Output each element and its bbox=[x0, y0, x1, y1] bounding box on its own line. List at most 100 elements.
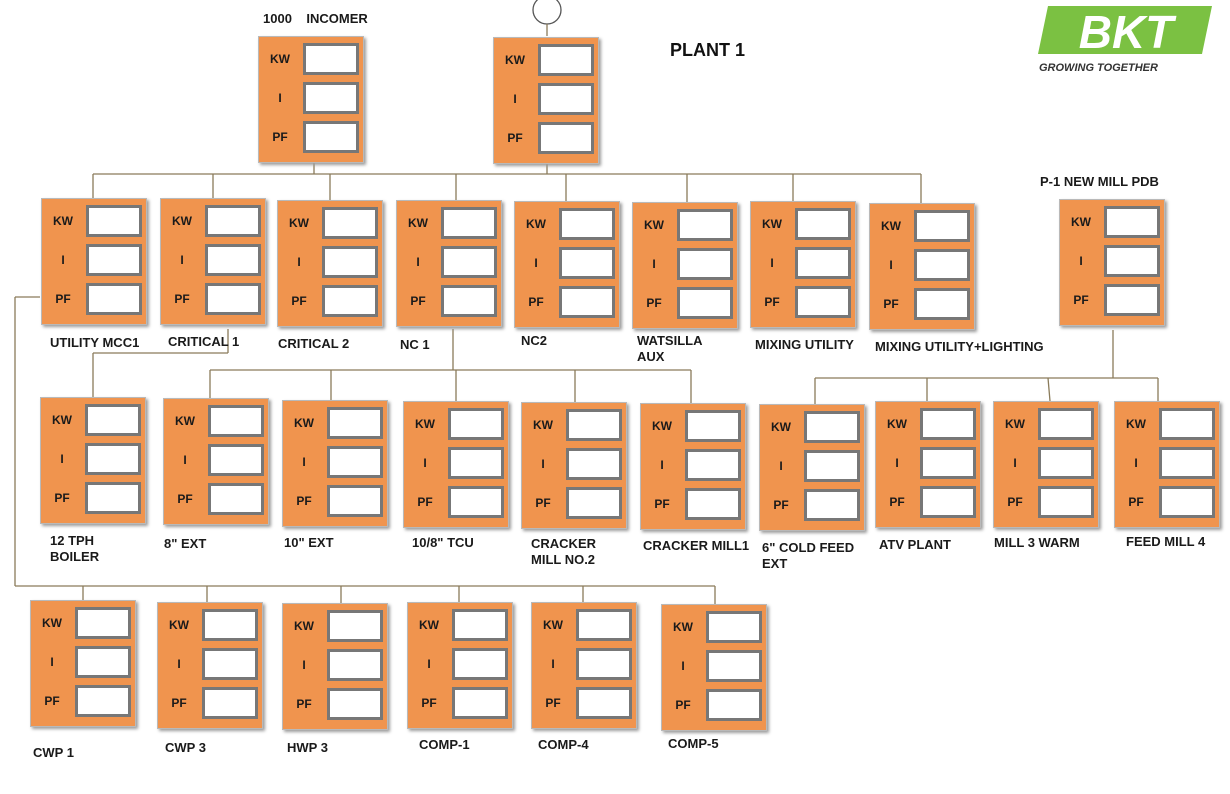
meter-value-field-pf[interactable] bbox=[804, 489, 860, 521]
meter-value-field-pf[interactable] bbox=[303, 121, 359, 153]
meter-value-field-kw[interactable] bbox=[1038, 408, 1094, 440]
meter-value-field-kw[interactable] bbox=[677, 209, 733, 241]
caption-comp-1: COMP-1 bbox=[419, 737, 470, 752]
meter-value-field-kw[interactable] bbox=[75, 607, 131, 639]
meter-value-field-pf[interactable] bbox=[202, 687, 258, 719]
meter-value-field-i[interactable] bbox=[448, 447, 504, 479]
meter-value-field-i[interactable] bbox=[322, 246, 378, 278]
meter-value-field-kw[interactable] bbox=[322, 207, 378, 239]
meter-value-field-kw[interactable] bbox=[706, 611, 762, 643]
caption-12-tph-boiler: 12 TPH BOILER bbox=[50, 533, 100, 564]
meter-value-field-i[interactable] bbox=[559, 247, 615, 279]
meter-value-field-pf[interactable] bbox=[566, 487, 622, 519]
meter-value-field-kw[interactable] bbox=[205, 205, 261, 237]
meter-value-field-kw[interactable] bbox=[452, 609, 508, 641]
meter-value-field-kw[interactable] bbox=[914, 210, 970, 242]
meter-label-i: I bbox=[423, 456, 427, 470]
meter-label-kw: KW bbox=[533, 418, 553, 432]
meter-value-field-kw[interactable] bbox=[85, 404, 141, 436]
meter-value-field-pf[interactable] bbox=[576, 687, 632, 719]
meter-value-field-pf[interactable] bbox=[1104, 284, 1160, 316]
meter-value-field-pf[interactable] bbox=[920, 486, 976, 518]
meter-value-field-pf[interactable] bbox=[795, 286, 851, 318]
meter-value-field-i[interactable] bbox=[677, 248, 733, 280]
meter-value-field-pf[interactable] bbox=[327, 485, 383, 517]
meter-row-i: I bbox=[408, 646, 512, 684]
meter-value-field-i[interactable] bbox=[441, 246, 497, 278]
meter-value-field-i[interactable] bbox=[303, 82, 359, 114]
meter-value-field-kw[interactable] bbox=[327, 407, 383, 439]
meter-value-field-i[interactable] bbox=[685, 449, 741, 481]
meter-row-i: I bbox=[522, 446, 626, 484]
meter-value-field-kw[interactable] bbox=[327, 610, 383, 642]
meter-row-pf: PF bbox=[259, 119, 363, 157]
meter-value-field-kw[interactable] bbox=[795, 208, 851, 240]
meter-value-field-i[interactable] bbox=[205, 244, 261, 276]
meter-label-pf: PF bbox=[545, 696, 561, 710]
meter-row-i: I bbox=[870, 247, 974, 285]
meter-value-field-kw[interactable] bbox=[576, 609, 632, 641]
meter-value-field-i[interactable] bbox=[85, 443, 141, 475]
meter-value-field-i[interactable] bbox=[795, 247, 851, 279]
meter-value-field-kw[interactable] bbox=[202, 609, 258, 641]
meter-value-field-i[interactable] bbox=[75, 646, 131, 678]
meter-value-field-kw[interactable] bbox=[441, 207, 497, 239]
meter-value-field-i[interactable] bbox=[86, 244, 142, 276]
meter-value-field-pf[interactable] bbox=[441, 285, 497, 317]
meter-value-field-i[interactable] bbox=[208, 444, 264, 476]
meter-value-field-pf[interactable] bbox=[208, 483, 264, 515]
meter-value-field-i[interactable] bbox=[706, 650, 762, 682]
meter-value-field-pf[interactable] bbox=[322, 285, 378, 317]
meter-value-field-kw[interactable] bbox=[448, 408, 504, 440]
meter-value-field-i[interactable] bbox=[1038, 447, 1094, 479]
meter-value-field-i[interactable] bbox=[327, 649, 383, 681]
meter-row-kw: KW bbox=[397, 205, 501, 243]
meter-value-field-pf[interactable] bbox=[677, 287, 733, 319]
meter-row-i: I bbox=[994, 445, 1098, 483]
meter-value-field-pf[interactable] bbox=[538, 122, 594, 154]
meter-value-field-pf[interactable] bbox=[75, 685, 131, 717]
meter-value-field-kw[interactable] bbox=[804, 411, 860, 443]
meter-value-field-kw[interactable] bbox=[208, 405, 264, 437]
meter-value-field-pf[interactable] bbox=[1159, 486, 1215, 518]
meter-row-i: I bbox=[760, 448, 864, 486]
meter-label-i: I bbox=[534, 256, 538, 270]
meter-value-field-kw[interactable] bbox=[303, 43, 359, 75]
meter-value-field-pf[interactable] bbox=[205, 283, 261, 315]
meter-value-field-i[interactable] bbox=[920, 447, 976, 479]
meter-value-field-kw[interactable] bbox=[1159, 408, 1215, 440]
meter-value-field-pf[interactable] bbox=[706, 689, 762, 721]
meter-value-field-i[interactable] bbox=[1104, 245, 1160, 277]
meter-value-field-i[interactable] bbox=[327, 446, 383, 478]
meter-value-field-kw[interactable] bbox=[920, 408, 976, 440]
meter-value-field-kw[interactable] bbox=[86, 205, 142, 237]
meter-value-field-pf[interactable] bbox=[559, 286, 615, 318]
meter-value-field-pf[interactable] bbox=[1038, 486, 1094, 518]
meter-value-field-pf[interactable] bbox=[452, 687, 508, 719]
meter-value-field-pf[interactable] bbox=[86, 283, 142, 315]
meter-value-field-kw[interactable] bbox=[538, 44, 594, 76]
meter-value-field-i[interactable] bbox=[452, 648, 508, 680]
meter-value-field-i[interactable] bbox=[804, 450, 860, 482]
meter-value-field-i[interactable] bbox=[914, 249, 970, 281]
meter-value-field-i[interactable] bbox=[202, 648, 258, 680]
meter-value-field-kw[interactable] bbox=[566, 409, 622, 441]
meter-row-pf: PF bbox=[515, 284, 619, 322]
meter-value-field-i[interactable] bbox=[566, 448, 622, 480]
meter-value-field-kw[interactable] bbox=[1104, 206, 1160, 238]
meter-value-field-kw[interactable] bbox=[559, 208, 615, 240]
meter-value-field-pf[interactable] bbox=[85, 482, 141, 514]
meter-value-field-pf[interactable] bbox=[448, 486, 504, 518]
meter-value-field-pf[interactable] bbox=[914, 288, 970, 320]
meter-value-field-pf[interactable] bbox=[685, 488, 741, 520]
meter-row-kw: KW bbox=[161, 203, 265, 241]
meter-value-field-i[interactable] bbox=[1159, 447, 1215, 479]
meter-value-field-i[interactable] bbox=[576, 648, 632, 680]
meter-value-field-i[interactable] bbox=[538, 83, 594, 115]
meter-value-field-kw[interactable] bbox=[685, 410, 741, 442]
meter-row-i: I bbox=[532, 646, 636, 684]
meter-row-kw: KW bbox=[1115, 406, 1219, 444]
meter-value-field-pf[interactable] bbox=[327, 688, 383, 720]
